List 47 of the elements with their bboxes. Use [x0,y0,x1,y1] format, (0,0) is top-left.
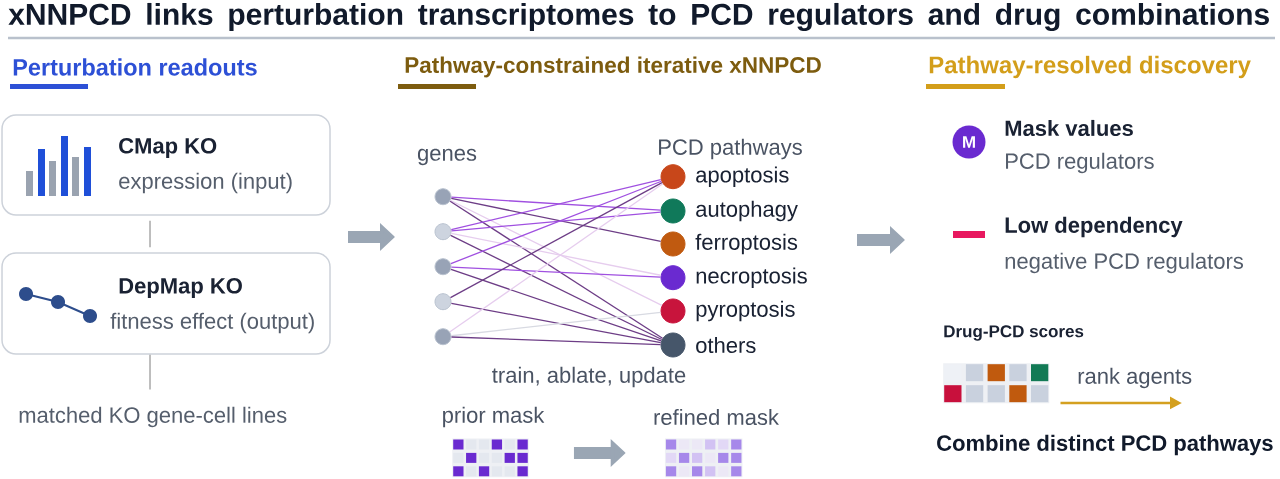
circle-label: apoptosis [696,166,789,187]
connector-line [450,196,662,211]
connector-line [450,266,662,278]
grid-label: prior mask [443,406,545,428]
circle-node [434,328,452,346]
bold-label: Mask values [1005,119,1133,137]
circle-node [434,293,452,311]
edge-label: rank agents [1078,367,1192,389]
letter-badge: M [952,125,986,159]
connector-line [450,302,662,344]
connector-line [450,268,662,342]
circle-node [434,188,452,206]
caption: train, ablate, update [492,366,686,388]
connector-line [149,354,151,391]
section-heading: Pathway-resolved discovery [929,55,1251,79]
connector-line [449,182,663,299]
process-box: CMap KO expression (input) [1,114,331,216]
circle-node [434,223,452,241]
connector-line [450,336,662,346]
bold-label: Combine distinct PCD pathways [937,434,1273,456]
column-label: PCD pathways [659,138,802,160]
description: negative PCD regulators [1005,252,1244,274]
description: PCD regulators [1006,152,1154,174]
text-label: matched KO gene-cell lines [19,406,287,428]
grid-label: refined mask [654,408,779,426]
grid-label: Drug-PCD scores [944,325,1084,341]
circle-label: ferroptosis [695,233,798,255]
connector-line [449,199,663,307]
column-label: genes [417,148,477,166]
bold-label: Low dependency [1005,216,1183,238]
circle-node [434,258,452,276]
title: xNNPCD links perturbation transcriptomes to PCD regulators and drug combinations [8,2,1269,32]
connector-line [450,234,663,341]
circle-label: pyroptosis [696,300,795,322]
circle-label: necroptosis [696,267,807,288]
connector-line [450,180,662,265]
section-heading: Perturbation readouts [13,58,257,76]
connector-line [149,220,151,248]
connector-line [450,178,662,231]
connector-line [450,311,662,337]
connector-line [450,197,662,243]
section-heading: Pathway-constrained iterative xNNPCD [405,56,821,78]
circle-label: others [696,336,756,354]
process-box: DepMap KO fitness effect (output) [1,252,331,355]
connector-line [450,211,662,232]
circle-label: autophagy [696,200,798,222]
connector-line [450,232,662,276]
